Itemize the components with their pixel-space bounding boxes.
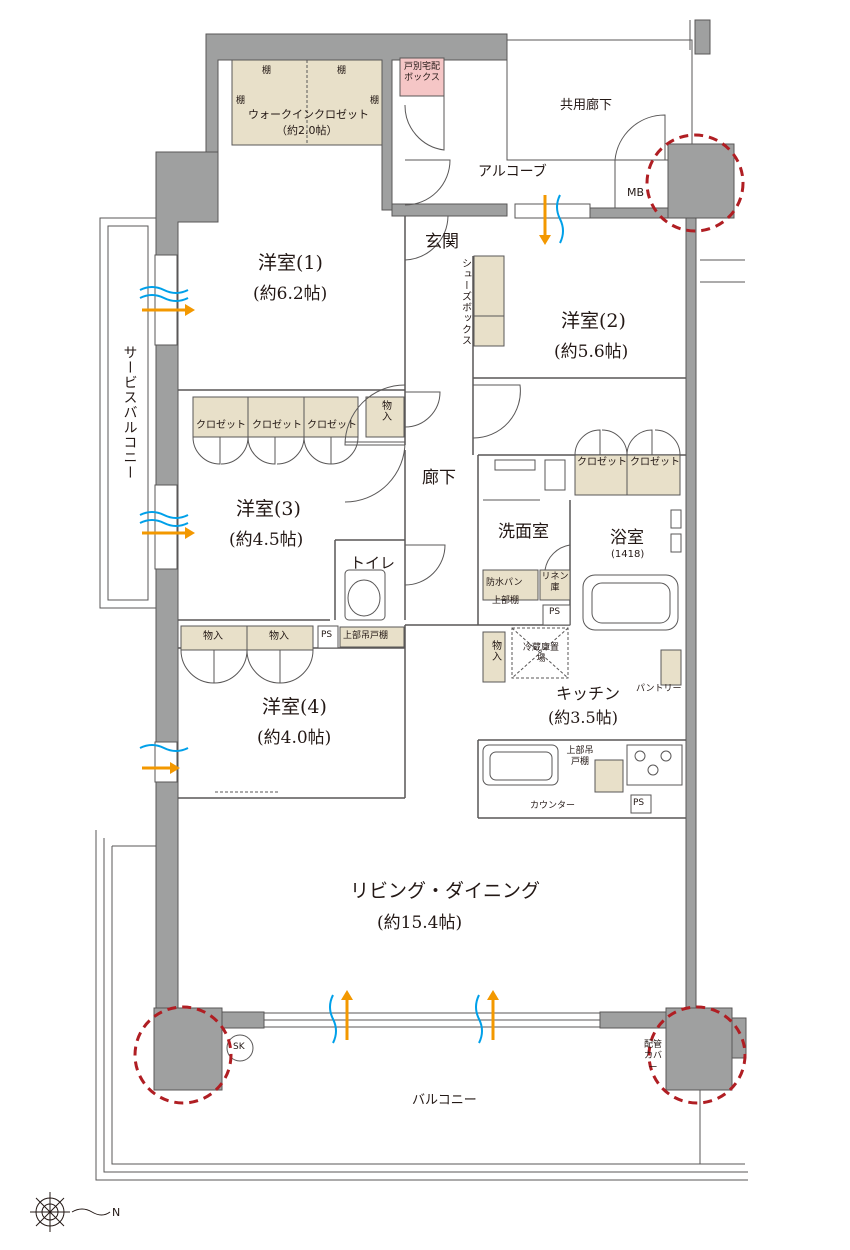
western1-name: 洋室(1): [258, 252, 323, 274]
hallway-label: 廊下: [422, 468, 456, 488]
waterproof-pan-label: 防水パン: [486, 578, 523, 588]
compass-icon: [30, 1192, 111, 1232]
closet-label: クロゼット: [252, 420, 302, 431]
shelf-label: 棚: [236, 96, 246, 106]
delivery-box-label: 戸別宅配ボックス: [403, 62, 440, 84]
counter-label: カウンター: [530, 801, 576, 811]
western4-area: (約4.0帖): [257, 728, 332, 748]
shoe-box-label: シューズボックス: [459, 258, 471, 346]
north-label: N: [112, 1206, 121, 1219]
storage-label: 物入: [489, 640, 501, 662]
highlight-circles: [133, 133, 747, 1105]
bath-size: (1418): [611, 549, 645, 560]
closet-label: クロゼット: [577, 457, 627, 468]
western2-name: 洋室(2): [561, 310, 626, 332]
western3-name: 洋室(3): [236, 498, 301, 520]
fixtures: [317, 459, 683, 814]
delivery-box: [399, 57, 445, 97]
closet-label: クロゼット: [307, 420, 357, 431]
western2-area: (約5.6帖): [554, 342, 629, 362]
western1-area: (約6.2帖): [253, 284, 328, 304]
alcove-label: アルコーブ: [478, 164, 547, 180]
linen-label: リネン庫: [541, 572, 569, 594]
shelf-label: 棚: [262, 66, 272, 76]
balcony-label: バルコニー: [412, 1093, 477, 1108]
mb-label: MB: [627, 186, 645, 199]
doors: [344, 96, 666, 586]
closet-dividers: [246, 60, 628, 650]
walkin-name: ウォークインクロゼット: [248, 108, 369, 121]
toilet-label: トイレ: [350, 554, 396, 572]
pantry-label: パントリー: [636, 684, 682, 694]
ps-label: PS: [549, 607, 561, 617]
ps-label: PS: [321, 630, 333, 640]
kitchen-area: (約3.5帖): [548, 708, 618, 727]
fridge-label: 冷蔵庫置場: [522, 643, 559, 665]
corridor-lines: [506, 19, 745, 283]
common-corridor-label: 共用廊下: [560, 98, 613, 113]
partitions: [178, 216, 686, 819]
upper-shelf-label: 上部棚: [492, 596, 520, 606]
sk-sink: [226, 1034, 254, 1062]
storage-label: 物入: [203, 631, 223, 642]
closet-label: クロゼット: [630, 457, 680, 468]
sk-label: SK: [233, 1042, 245, 1052]
storage-label: 物入: [379, 400, 391, 422]
closet-label: クロゼット: [196, 420, 246, 431]
closet-doors: [180, 429, 681, 684]
balcony-outline: [95, 830, 748, 1181]
airflow-arrows: [139, 194, 564, 1044]
kitchen-name: キッチン: [556, 684, 621, 703]
pipe-cover-label: 配管カバー: [643, 1040, 662, 1073]
bath-name: 浴室: [610, 528, 644, 548]
western3-area: (約4.5帖): [229, 530, 304, 550]
western4-name: 洋室(4): [262, 696, 327, 718]
storage-label: 物入: [269, 631, 289, 642]
walls: [153, 33, 747, 1091]
kitchen-upper-label: 上部吊戸棚: [566, 746, 594, 768]
upper-cabinet-label: 上部吊戸棚: [343, 631, 389, 641]
walkin-area: （約2.0帖）: [276, 124, 338, 137]
entrance-label: 玄関: [425, 232, 459, 252]
washroom-label: 洗面室: [498, 522, 549, 542]
shelf-label: 棚: [370, 96, 380, 106]
fridge-space: [511, 627, 569, 679]
living-area: (約15.4帖): [377, 913, 463, 933]
living-name: リビング・ダイニング: [350, 880, 541, 902]
shelf-label: 棚: [337, 66, 347, 76]
service-balcony-label: サービスバルコニー: [121, 345, 138, 480]
ps-label: PS: [633, 798, 645, 808]
